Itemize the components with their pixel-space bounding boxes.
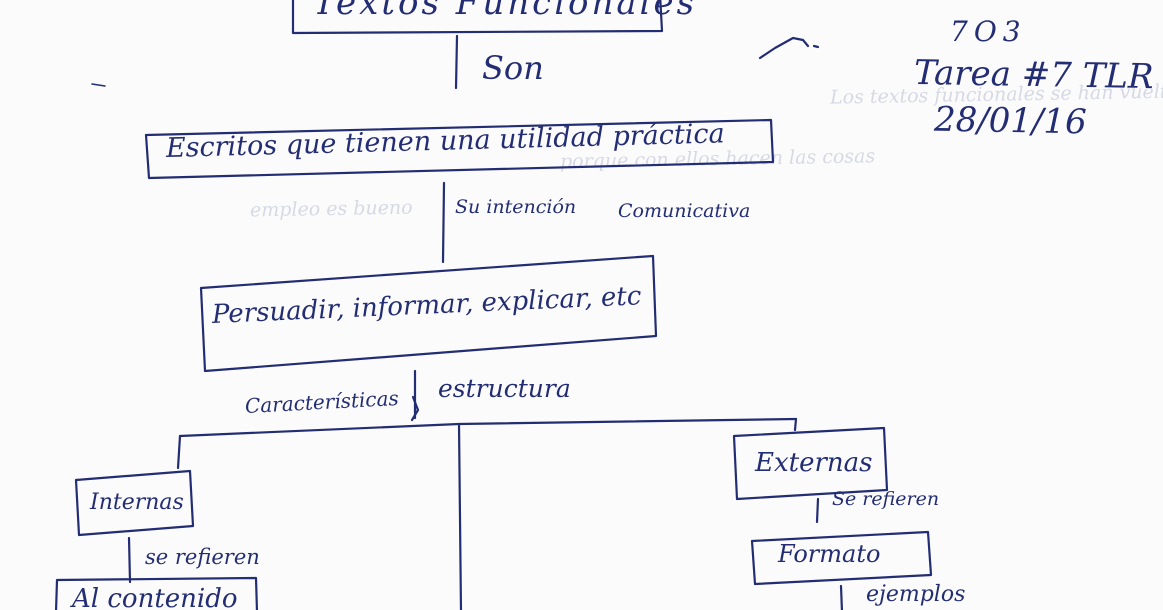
branch-line bbox=[178, 417, 798, 438]
stray-mark bbox=[91, 83, 106, 87]
split-mark bbox=[410, 395, 420, 422]
title-box bbox=[291, 0, 664, 35]
external-label: Externas bbox=[755, 448, 873, 478]
internal-box bbox=[74, 469, 195, 537]
link-intention-b: Comunicativa bbox=[618, 200, 751, 222]
map-title: Textos Funcionales bbox=[313, 0, 698, 23]
task-label: Tarea #7 TLR bbox=[913, 52, 1154, 98]
internal-label: Internas bbox=[90, 490, 184, 515]
external-target-box bbox=[750, 530, 933, 586]
connector-external bbox=[815, 497, 820, 524]
link-son: Son bbox=[482, 49, 544, 87]
internal-link: se refieren bbox=[145, 545, 260, 569]
branch-right-drop bbox=[793, 417, 798, 432]
doodle-mark bbox=[758, 36, 810, 60]
internal-target: Al contenido bbox=[72, 584, 238, 610]
date-label: 28/01/16 bbox=[933, 99, 1088, 143]
link-intention-a: Su intención bbox=[455, 196, 577, 218]
external-box bbox=[732, 426, 889, 501]
definition-box bbox=[144, 118, 775, 180]
doodle-tick bbox=[812, 44, 820, 49]
external-link: Se refieren bbox=[832, 488, 940, 510]
center-vertical-line bbox=[457, 422, 463, 610]
examples-link: ejemplos bbox=[866, 582, 966, 607]
group-code: 7O3 bbox=[950, 15, 1027, 48]
external-target: Formato bbox=[778, 540, 881, 568]
internal-target-box bbox=[54, 576, 259, 610]
link-structure: estructura bbox=[438, 374, 571, 403]
branch-left-drop bbox=[176, 434, 182, 470]
connector-intention bbox=[441, 181, 446, 264]
connector-son bbox=[454, 34, 459, 90]
connector-internal bbox=[127, 536, 132, 584]
purposes-box bbox=[199, 254, 658, 373]
connector-examples bbox=[839, 584, 844, 610]
